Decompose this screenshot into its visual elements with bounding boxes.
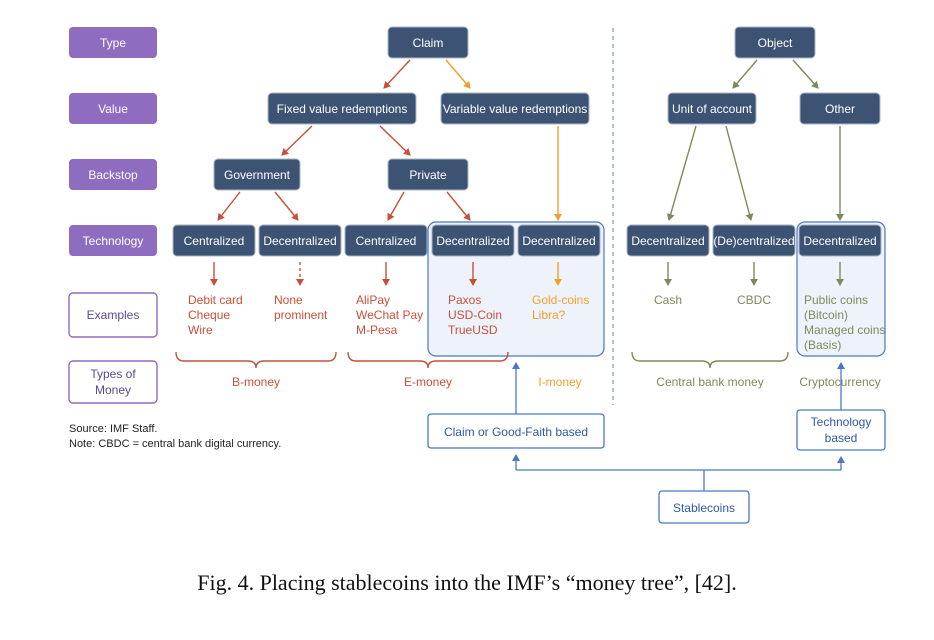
svg-text:CBDC: CBDC	[737, 293, 771, 307]
node-other-label: Other	[825, 102, 855, 116]
node-tech-label: Decentralized	[436, 234, 509, 248]
svg-text:(Bitcoin): (Bitcoin)	[804, 308, 848, 322]
svg-text:Claim or Good-Faith based: Claim or Good-Faith based	[444, 425, 588, 439]
money-type-central-bank: Central bank money	[656, 375, 763, 389]
examples-priv-decentral: Paxos USD-Coin TrueUSD	[448, 293, 502, 337]
node-tech-decentralized-5	[712, 224, 796, 257]
svg-text:USD-Coin: USD-Coin	[448, 308, 502, 322]
box-stablecoins: Stablecoins	[658, 490, 750, 524]
brace-b-money	[175, 351, 337, 369]
examples-crypto: Public coins (Bitcoin) Managed coins (Ba…	[804, 293, 885, 352]
node-tech-decentralized-3	[517, 224, 601, 257]
examples-variable: Gold-coins Libra?	[532, 293, 589, 322]
row-label-backstop: Backstop	[69, 159, 157, 190]
node-tech-label: Decentralized	[522, 234, 595, 248]
node-government	[213, 158, 301, 191]
node-government-label: Government	[224, 168, 291, 182]
figure-caption: Fig. 4. Placing stablecoins into the IMF…	[197, 570, 737, 595]
svg-text:WeChat Pay: WeChat Pay	[356, 308, 423, 322]
node-claim	[387, 26, 469, 59]
money-type-crypto: Cryptocurrency	[799, 375, 880, 389]
svg-text:based: based	[825, 431, 858, 445]
node-tech-label: Decentralized	[263, 234, 336, 248]
node-object	[734, 26, 816, 59]
svg-text:Wire: Wire	[188, 323, 213, 337]
svg-text:Debit card: Debit card	[188, 293, 243, 307]
svg-text:Gold-coins: Gold-coins	[532, 293, 589, 307]
node-fixed-value-label: Fixed value redemptions	[277, 102, 408, 116]
svg-text:Examples: Examples	[87, 308, 140, 322]
arrows-red	[210, 59, 477, 286]
svg-text:AliPay: AliPay	[356, 293, 390, 307]
node-tech-label: Decentralized	[631, 234, 704, 248]
svg-text:Paxos: Paxos	[448, 293, 481, 307]
money-type-e-money: E-money	[404, 375, 452, 389]
node-unit-of-account-label: Unit of account	[672, 102, 753, 116]
node-tech-label: Centralized	[356, 234, 417, 248]
row-label-technology: Technology	[69, 225, 157, 256]
row-label-type: Type	[69, 27, 157, 58]
arrows-blue	[512, 362, 845, 491]
examples-gov-central: Debit card Cheque Wire	[188, 293, 243, 337]
money-type-b-money: B-money	[232, 375, 280, 389]
svg-text:Backstop: Backstop	[88, 168, 138, 182]
svg-text:Libra?: Libra?	[532, 308, 566, 322]
node-private-label: Private	[409, 168, 447, 182]
node-tech-decentralized-6	[798, 224, 882, 257]
svg-text:Note: CBDC = central bank digi: Note: CBDC = central bank digital curren…	[69, 438, 281, 450]
money-type-i-money: I-money	[538, 375, 581, 389]
node-variable-value-label: Variable value redemptions	[443, 102, 588, 116]
examples-central-bank: Cash CBDC	[654, 293, 771, 307]
svg-text:Public coins: Public coins	[804, 293, 868, 307]
arrows-orange	[445, 59, 562, 286]
svg-text:Technology: Technology	[811, 415, 872, 429]
brace-e-money	[347, 351, 509, 369]
brace-central-bank	[631, 351, 789, 369]
svg-text:Managed coins: Managed coins	[804, 323, 885, 337]
node-unit-of-account	[667, 92, 757, 125]
node-claim-label: Claim	[413, 36, 444, 50]
box-tech-based: Technology based	[796, 409, 886, 451]
svg-text:TrueUSD: TrueUSD	[448, 323, 498, 337]
svg-text:Cash: Cash	[654, 293, 682, 307]
svg-text:M-Pesa: M-Pesa	[356, 323, 398, 337]
node-tech-centralized-2	[344, 224, 428, 257]
svg-text:Type: Type	[100, 36, 126, 50]
svg-text:Cheque: Cheque	[188, 308, 230, 322]
svg-text:None: None	[274, 293, 303, 307]
examples-priv-central: AliPay WeChat Pay M-Pesa	[356, 293, 423, 337]
node-tech-label: Centralized	[184, 234, 245, 248]
node-fixed-value	[267, 92, 417, 125]
svg-text:Types of: Types of	[90, 367, 136, 381]
row-label-value: Value	[69, 93, 157, 124]
box-claim-based: Claim or Good-Faith based	[427, 413, 605, 449]
node-other	[799, 92, 881, 125]
svg-text:Money: Money	[95, 383, 131, 397]
svg-text:(Basis): (Basis)	[804, 338, 841, 352]
node-tech-centralized-1	[172, 224, 256, 257]
node-tech-decentralized-4	[626, 224, 710, 257]
svg-text:Source: IMF Staff.: Source: IMF Staff.	[69, 423, 157, 435]
node-variable-value	[440, 92, 590, 125]
node-private	[387, 158, 469, 191]
node-tech-decentralized-1	[258, 224, 342, 257]
node-tech-label: Decentralized	[803, 234, 876, 248]
arrows-olive	[664, 59, 844, 286]
row-label-types-of-money: Types of Money	[68, 360, 158, 404]
svg-text:prominent: prominent	[274, 308, 328, 322]
node-tech-decentralized-2	[431, 224, 515, 257]
node-object-label: Object	[758, 36, 793, 50]
svg-text:Stablecoins: Stablecoins	[673, 501, 735, 515]
row-label-examples: Examples	[68, 292, 158, 338]
svg-text:Value: Value	[98, 102, 128, 116]
examples-gov-decentral: None prominent	[274, 293, 328, 322]
node-tech-label: (De)centralized	[713, 234, 794, 248]
svg-text:Technology: Technology	[83, 234, 144, 248]
source-note: Source: IMF Staff. Note: CBDC = central …	[69, 423, 281, 450]
